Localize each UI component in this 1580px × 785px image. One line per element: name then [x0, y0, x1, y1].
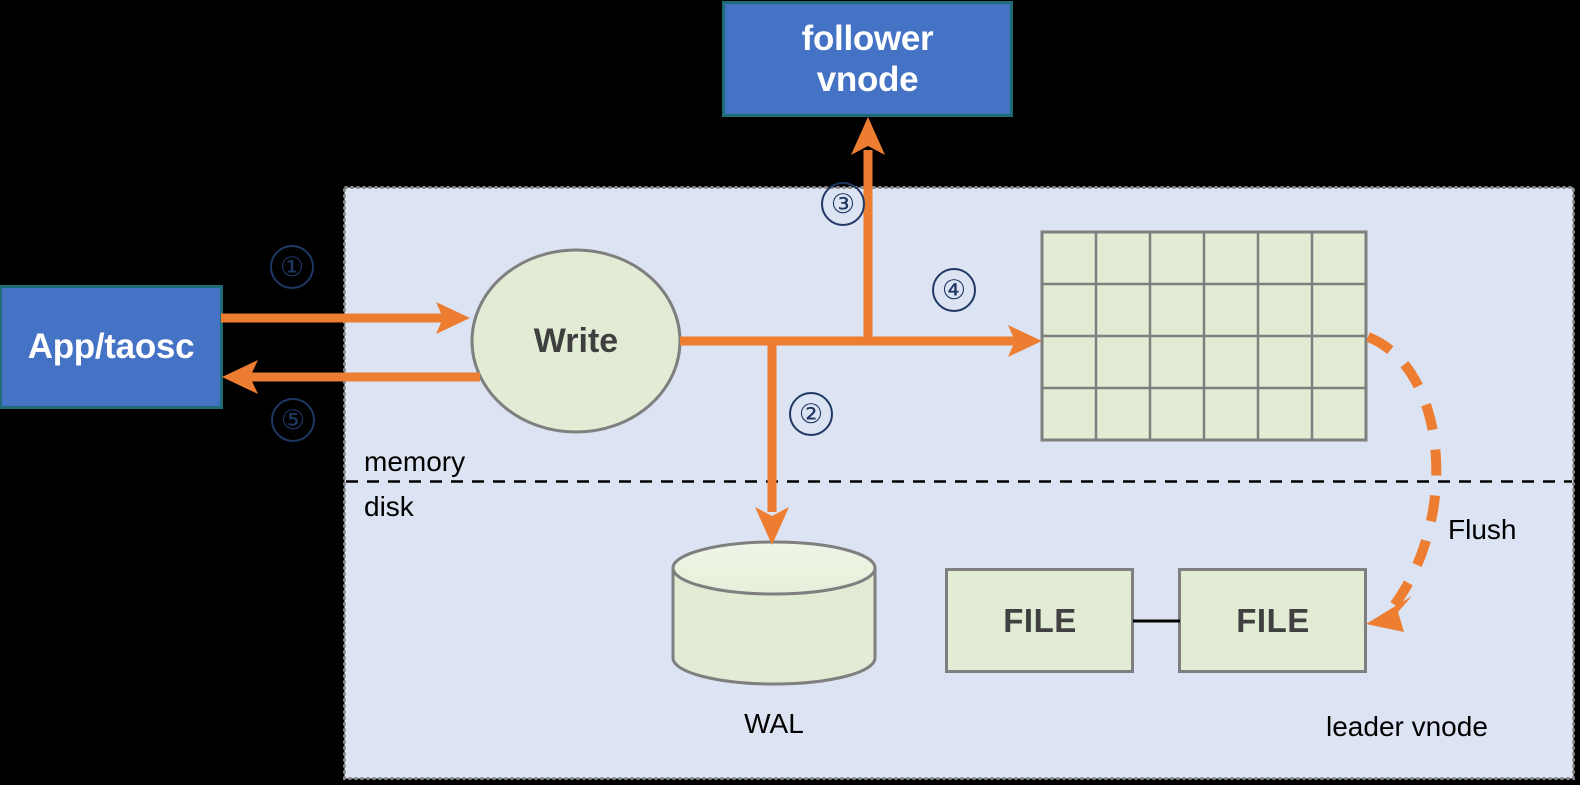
step-2-text: ② [798, 398, 824, 429]
file-box-right[interactable] [1178, 568, 1367, 673]
edge-write-to-wal [755, 341, 789, 545]
edge-write-to-memtable-arrowhead [1008, 325, 1042, 357]
edge-write-to-app [222, 360, 480, 394]
step-badge-3: ③ [821, 182, 865, 226]
step-badge-2: ② [789, 392, 833, 436]
step-badge-4: ④ [932, 268, 976, 312]
edge-write-to-follower [851, 117, 885, 341]
step-badge-5: ⑤ [271, 398, 315, 442]
edge-flush-dashed [1366, 332, 1442, 632]
app-taosc-box[interactable] [0, 285, 223, 409]
memtable-grid [1040, 230, 1368, 442]
wal-cylinder[interactable] [671, 540, 877, 686]
step-badge-1: ① [270, 245, 314, 289]
edge-app-to-write [221, 302, 470, 334]
step-5-text: ⑤ [280, 404, 306, 435]
step-3-text: ③ [830, 188, 856, 219]
step-1-text: ① [279, 251, 305, 282]
write-node-ellipse[interactable] [470, 248, 682, 434]
step-4-text: ④ [941, 274, 967, 305]
file-box-left[interactable] [945, 568, 1134, 673]
follower-vnode-box[interactable] [722, 1, 1013, 117]
